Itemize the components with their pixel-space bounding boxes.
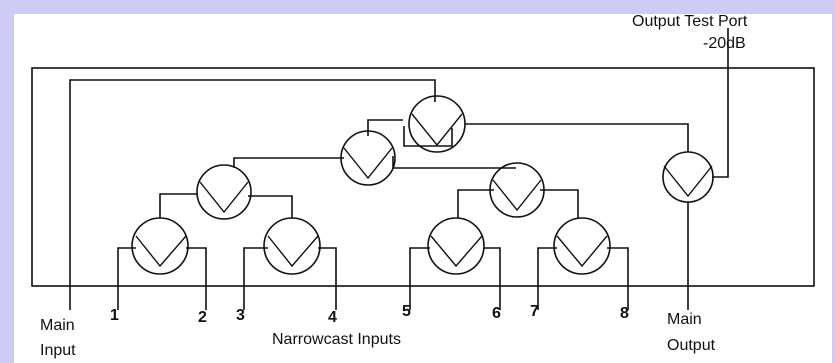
combiner-ports-7-8 bbox=[553, 217, 611, 275]
port-3-label: 3 bbox=[236, 307, 245, 324]
main-input-line bbox=[69, 79, 436, 310]
group78-to-right bbox=[540, 189, 579, 218]
coupler-output bbox=[662, 151, 714, 203]
port5-line bbox=[409, 247, 430, 310]
port-8-label: 8 bbox=[620, 305, 629, 322]
diagram-panel bbox=[14, 14, 832, 363]
port-6-label: 6 bbox=[492, 305, 501, 322]
group56-to-right bbox=[457, 189, 494, 218]
port3-line bbox=[243, 247, 268, 310]
combiner-ports-1-2 bbox=[131, 217, 189, 275]
chassis-outline bbox=[31, 67, 815, 287]
narrowcast-inputs-label: Narrowcast Inputs bbox=[272, 331, 401, 348]
main-input-label-line1: Main bbox=[40, 317, 75, 334]
top-to-output-line bbox=[465, 123, 689, 152]
output-test-port-level: -20dB bbox=[703, 35, 746, 52]
group12-to-left bbox=[159, 193, 198, 218]
test-port-line bbox=[712, 28, 729, 178]
main-output-label-line2: Output bbox=[667, 337, 716, 354]
port7-line bbox=[537, 247, 557, 310]
port-7-label: 7 bbox=[530, 303, 539, 320]
combiner-right bbox=[489, 162, 545, 218]
output-test-port-label: Output Test Port bbox=[632, 13, 748, 30]
left-to-midleft bbox=[233, 157, 344, 168]
group34-to-left bbox=[248, 195, 293, 218]
combiner-left bbox=[196, 164, 252, 220]
port8-line bbox=[607, 247, 629, 310]
port-4-label: 4 bbox=[328, 309, 337, 326]
port2-line bbox=[186, 247, 207, 310]
port-1-label: 1 bbox=[110, 307, 119, 324]
top-combiner-feeds bbox=[403, 126, 453, 147]
combiner-mid-left bbox=[340, 130, 396, 186]
combiner-ports-3-4 bbox=[263, 217, 321, 275]
port4-line bbox=[318, 247, 337, 310]
main-input-label-line2: Input bbox=[40, 342, 76, 359]
port1-line bbox=[117, 247, 136, 310]
combiner-top bbox=[408, 95, 466, 153]
port-5-label: 5 bbox=[402, 303, 411, 320]
main-output-label-line1: Main bbox=[667, 311, 702, 328]
port6-line bbox=[484, 247, 501, 310]
combiner-ports-5-6 bbox=[427, 217, 485, 275]
port-2-label: 2 bbox=[198, 309, 207, 326]
